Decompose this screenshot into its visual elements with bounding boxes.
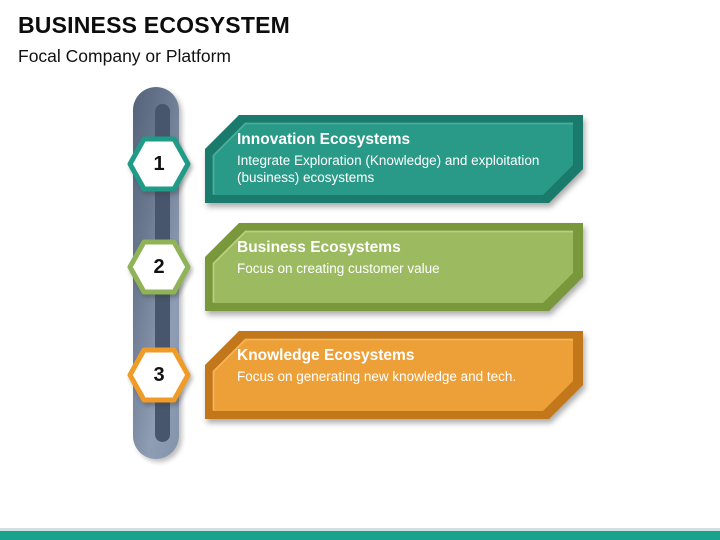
banner-title: Innovation Ecosystems <box>237 131 411 148</box>
banner-text-block: Business Ecosystems Focus on creating cu… <box>237 238 559 277</box>
hexagon-icon <box>127 239 191 295</box>
hexagon-icon <box>127 136 191 192</box>
step-badge-3: 3 <box>126 345 192 405</box>
banner-ribbon-shape <box>205 223 583 311</box>
banner-title: Business Ecosystems <box>237 239 401 256</box>
step-number: 3 <box>153 363 165 386</box>
banner-knowledge-ecosystems: Knowledge Ecosystems Focus on generating… <box>205 331 583 419</box>
banner-ribbon-shape <box>205 115 583 203</box>
slide-title: BUSINESS ECOSYSTEM <box>18 12 290 38</box>
hexagon-icon <box>127 347 191 403</box>
banner-description: Focus on creating customer value <box>237 261 440 276</box>
step-number: 1 <box>153 152 165 175</box>
banner-business-ecosystems: Business Ecosystems Focus on creating cu… <box>205 223 583 311</box>
banner-description: Focus on generating new knowledge and te… <box>237 369 517 384</box>
step-badge-1: 1 <box>126 134 192 194</box>
banner-description: Integrate Exploration (Knowledge) and ex… <box>237 153 540 185</box>
step-number: 2 <box>153 255 165 278</box>
banner-text-block: Innovation Ecosystems Integrate Explorat… <box>237 130 559 186</box>
step-badge-2: 2 <box>126 237 192 297</box>
slide-subtitle: Focal Company or Platform <box>18 46 231 66</box>
footer-accent-bar <box>0 528 720 540</box>
banner-text-block: Knowledge Ecosystems Focus on generating… <box>237 346 559 385</box>
banner-ribbon-shape <box>205 331 583 419</box>
banner-innovation-ecosystems: Innovation Ecosystems Integrate Explorat… <box>205 115 583 203</box>
banner-title: Knowledge Ecosystems <box>237 347 415 364</box>
